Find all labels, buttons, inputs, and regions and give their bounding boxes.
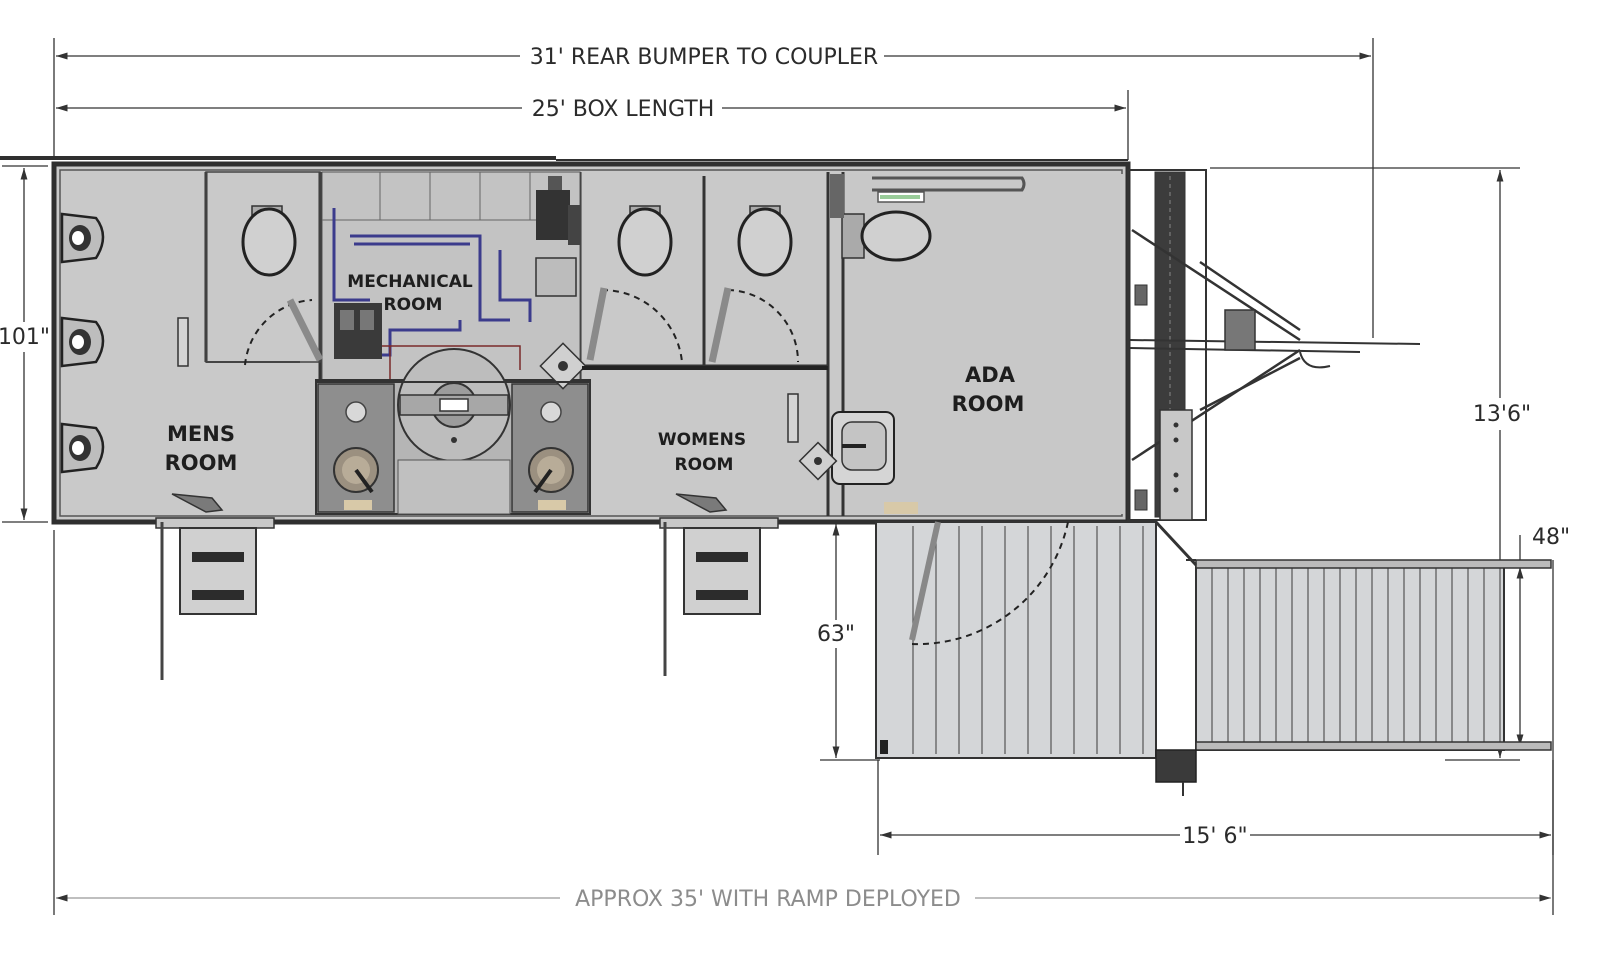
tank-icon (397, 348, 511, 462)
dim-total-length: APPROX 35' WITH RAMP DEPLOYED (575, 887, 961, 912)
trailer-body: MENS ROOM MECHANICAL ROOM WOMENS ROOM AD… (0, 156, 1131, 525)
urinal-icon (60, 422, 105, 474)
room-label-womens-sub: ROOM (675, 455, 734, 475)
toilet-icon (737, 205, 793, 277)
urinal-icon (60, 212, 105, 264)
dim-box-length: 25' BOX LENGTH (532, 97, 715, 122)
water-pump-icon (334, 303, 382, 359)
ada-ramp (1154, 520, 1552, 796)
step-icon (659, 493, 779, 676)
room-label-womens: WOMENS (658, 430, 746, 450)
ada-sink-icon (831, 411, 918, 514)
toilet-icon (841, 210, 932, 262)
dim-ramp-length: 15' 6" (1182, 824, 1247, 849)
room-label-ada: ADA (965, 363, 1016, 387)
door-swing-icon (244, 298, 324, 366)
room-label-mens: MENS (167, 422, 235, 446)
room-label-mechanical-sub: ROOM (384, 295, 443, 315)
dim-overall-coupler: 31' REAR BUMPER TO COUPLER (530, 45, 878, 70)
room-label-ada-sub: ROOM (952, 392, 1025, 416)
urinal-icon (60, 316, 105, 368)
dim-porch-depth: 63" (817, 622, 855, 647)
door-swing-icon (708, 287, 799, 363)
dim-overall-height: 13'6" (1473, 402, 1531, 427)
toilet-icon (617, 205, 673, 277)
trailer-tongue (1127, 169, 1421, 521)
water-heater-icon (536, 176, 580, 245)
toilet-icon (241, 205, 297, 277)
dimension-labels: 31' REAR BUMPER TO COUPLER 25' BOX LENGT… (0, 45, 1570, 912)
sink-icon (528, 447, 574, 510)
dim-ramp-width: 48" (1532, 525, 1570, 550)
step-icon (155, 493, 275, 680)
dim-box-width: 101" (0, 325, 50, 350)
room-label-mechanical: MECHANICAL (347, 272, 473, 292)
room-label-mens-sub: ROOM (165, 451, 238, 475)
sink-icon (333, 447, 379, 510)
door-swing-icon (586, 287, 683, 363)
ada-porch (875, 521, 1157, 759)
